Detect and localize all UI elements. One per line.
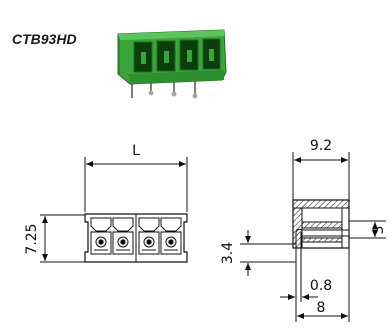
connector-photo — [117, 29, 227, 99]
dimension-3-4-label: 3.4 — [220, 242, 236, 264]
side-view — [240, 152, 386, 322]
connector-sockets — [133, 38, 221, 73]
front-pole-pockets — [90, 217, 182, 255]
dimension-9-2-label: 9.2 — [310, 138, 332, 154]
dimension-l-label: L — [132, 143, 140, 159]
dimension-3-label: 3 — [371, 226, 387, 235]
dimension-0-8-label: 0.8 — [310, 278, 332, 294]
dimension-7-25-label: 7.25 — [24, 223, 40, 254]
model-label: CTB93HD — [12, 31, 77, 47]
front-view — [40, 157, 188, 263]
dimension-8-label: 8 — [317, 300, 326, 316]
